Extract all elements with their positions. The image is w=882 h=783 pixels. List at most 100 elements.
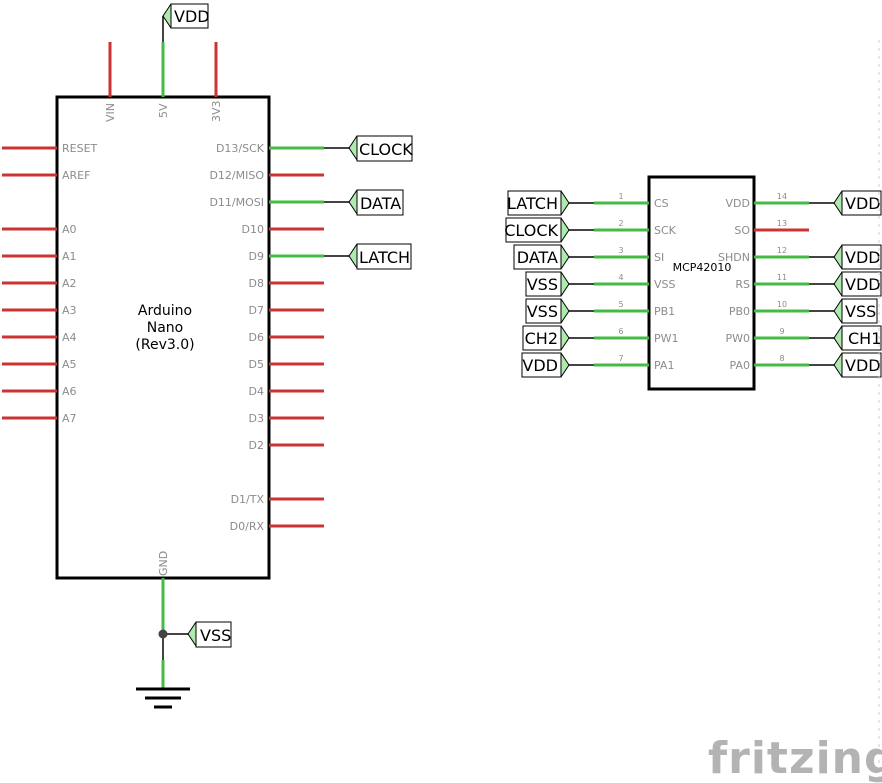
mcp-pin-vss-label: VSS: [654, 278, 676, 291]
mcp-pin-pw0-label: PW0: [725, 332, 750, 345]
pin-d9-label: D9: [249, 250, 264, 263]
fritzing-logo: fritzing: [708, 733, 882, 783]
mcp-pin-10-num: 10: [777, 300, 787, 309]
arduino-name-line3: (Rev3.0): [135, 337, 194, 353]
mcp-net-label-vdd-12-text: VDD: [845, 248, 881, 267]
arduino-left-pins: RESET AREF A0 A1 A2 A3 A4 A5 A6 A7: [2, 142, 98, 425]
mcp-net-label-vss-10[interactable]: VSS: [833, 298, 878, 324]
mcp-pin-3-num: 3: [618, 246, 623, 255]
mcp-net-label-vdd-7-text: VDD: [522, 356, 558, 375]
pin-d5-label: D5: [249, 358, 264, 371]
mcp42010-symbol[interactable]: MCP42010 1 2 3 4 5 6 7 CS SCK: [504, 175, 882, 391]
pin-d10-label: D10: [242, 223, 264, 236]
mcp-pin-so-label: SO: [734, 224, 750, 237]
pin-3v3-label: 3V3: [210, 100, 223, 122]
mcp-pin-2-num: 2: [618, 219, 623, 228]
net-label-vdd-top[interactable]: VDD: [162, 3, 210, 29]
mcp-net-label-latch-text: LATCH: [507, 194, 558, 213]
mcp-pin-5-num: 5: [618, 300, 623, 309]
mcp-pin-pb1-label: PB1: [654, 305, 675, 318]
mcp-pin-rs-label: RS: [735, 278, 750, 291]
arduino-name-line1: Arduino: [138, 303, 192, 319]
mcp-net-label-vdd-11-text: VDD: [845, 275, 881, 294]
mcp-net-label-ch2[interactable]: CH2: [522, 325, 570, 351]
pin-d2-label: D2: [249, 439, 264, 452]
pin-d6-label: D6: [249, 331, 264, 344]
pin-gnd-label: GND: [157, 551, 170, 576]
pin-d12-label: D12/MISO: [209, 169, 264, 182]
mcp-net-label-vdd-8-text: VDD: [845, 356, 881, 375]
mcp-net-label-vdd-14[interactable]: VDD: [833, 190, 882, 216]
mcp-net-label-ch1[interactable]: CH1: [833, 325, 882, 351]
pin-reset-label: RESET: [62, 142, 98, 155]
pin-d8-label: D8: [249, 277, 264, 290]
net-label-vss-gnd-text: VSS: [200, 626, 231, 645]
net-label-vss-gnd[interactable]: VSS: [187, 621, 232, 648]
junction-dot: [158, 629, 168, 639]
ground-symbol[interactable]: [136, 687, 190, 709]
mcp-net-label-vss-5[interactable]: VSS: [525, 298, 570, 324]
mcp-pin-pw1-label: PW1: [654, 332, 679, 345]
mcp-net-label-vdd-14-text: VDD: [845, 194, 881, 213]
pin-d7-label: D7: [249, 304, 264, 317]
mcp-net-label-vdd-8[interactable]: VDD: [833, 352, 882, 378]
pin-a3-label: A3: [62, 304, 77, 317]
mcp-net-label-vdd-11[interactable]: VDD: [833, 271, 882, 297]
mcp-pin-si-label: SI: [654, 251, 664, 264]
mcp-net-label-clock[interactable]: CLOCK: [504, 217, 570, 243]
pin-vin-label: VIN: [104, 103, 117, 122]
mcp-net-label-latch[interactable]: LATCH: [507, 190, 570, 216]
pin-d0-label: D0/RX: [230, 520, 265, 533]
mcp-net-label-vdd-7[interactable]: VDD: [521, 352, 570, 378]
pin-d4-label: D4: [249, 385, 264, 398]
mcp-net-label-vss-4[interactable]: VSS: [525, 271, 570, 297]
mcp-net-label-clock-text: CLOCK: [504, 221, 558, 240]
mcp-net-label-vss-4-text: VSS: [527, 275, 558, 294]
pin-a1-label: A1: [62, 250, 77, 263]
net-label-data[interactable]: DATA: [348, 189, 404, 216]
mcp-net-label-data[interactable]: DATA: [513, 244, 570, 270]
pin-d13-label: D13/SCK: [216, 142, 265, 155]
mcp-net-label-ch1-text: CH1: [848, 329, 881, 348]
mcp-net-label-vss-10-text: VSS: [845, 302, 876, 321]
mcp-net-label-vss-5-text: VSS: [527, 302, 558, 321]
arduino-name-line2: Nano: [147, 320, 184, 336]
pin-a4-label: A4: [62, 331, 77, 344]
mcp-pin-6-num: 6: [618, 327, 623, 336]
net-label-latch-text: LATCH: [359, 248, 410, 267]
mcp-pin-4-num: 4: [618, 273, 623, 282]
mcp-pin-vdd-label: VDD: [726, 197, 750, 210]
mcp-pin-7-num: 7: [618, 354, 623, 363]
mcp-pin-shdn-label: SHDN: [718, 251, 750, 264]
pin-d1-label: D1/TX: [231, 493, 265, 506]
mcp-pin-pa0-label: PA0: [730, 359, 750, 372]
net-label-data-text: DATA: [360, 194, 401, 213]
mcp-net-label-data-text: DATA: [517, 248, 558, 267]
arduino-body: [55, 95, 271, 580]
mcp-net-label-vdd-12[interactable]: VDD: [833, 244, 882, 270]
pin-a0-label: A0: [62, 223, 77, 236]
mcp42010-name: MCP42010: [673, 261, 732, 274]
mcp-pin-pb0-label: PB0: [729, 305, 750, 318]
mcp-pin-pa1-label: PA1: [654, 359, 674, 372]
pin-a2-label: A2: [62, 277, 77, 290]
mcp-left-pins: 1 2 3 4 5 6 7 CS SCK SI VSS PB1 PW1 PA1 …: [504, 190, 679, 378]
pin-aref-label: AREF: [62, 169, 90, 182]
mcp-pin-1-num: 1: [618, 192, 623, 201]
mcp-right-pins: 14 13 12 11 10 9 8 VDD SO SHDN RS PB0 PW…: [718, 190, 882, 378]
mcp-pin-11-num: 11: [777, 273, 787, 282]
mcp-pin-14-num: 14: [777, 192, 787, 201]
arduino-nano-symbol[interactable]: VIN 5V 3V3 VDD RESET AREF A0 A1 A: [2, 3, 413, 709]
net-label-latch[interactable]: LATCH: [348, 243, 412, 270]
pin-d3-label: D3: [249, 412, 264, 425]
net-label-clock-text: CLOCK: [359, 140, 413, 159]
pin-a5-label: A5: [62, 358, 77, 371]
net-label-clock[interactable]: CLOCK: [348, 135, 413, 162]
pin-a6-label: A6: [62, 385, 77, 398]
pin-5v-label: 5V: [157, 103, 170, 118]
mcp-pin-13-num: 13: [777, 219, 787, 228]
mcp-pin-9-num: 9: [779, 327, 784, 336]
mcp-pin-12-num: 12: [777, 246, 787, 255]
mcp-pin-sck-label: SCK: [654, 224, 677, 237]
